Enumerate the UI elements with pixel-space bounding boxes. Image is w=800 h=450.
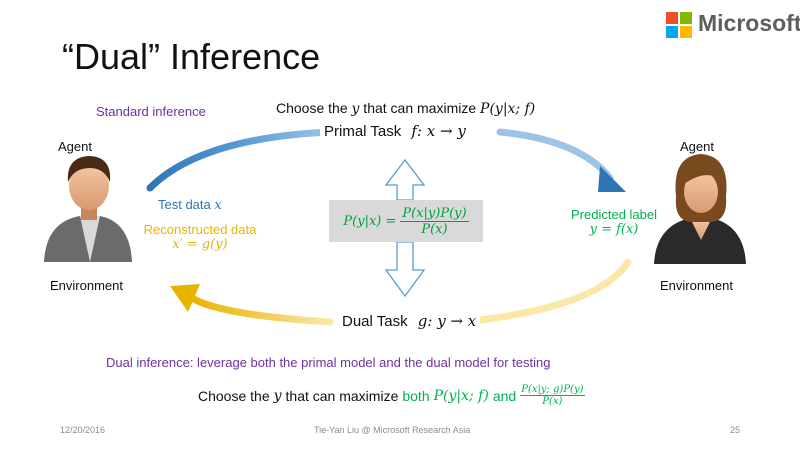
choose-top-var: y — [351, 101, 360, 117]
predicted-label-text: Predicted label — [571, 207, 657, 222]
choose-top-mid: that can maximize — [359, 100, 481, 116]
choose-top-expr: P(y|x; f) — [480, 101, 536, 117]
dual-inference-note: Dual inference: leverage both the primal… — [106, 355, 551, 370]
footer-page-number: 25 — [730, 425, 741, 435]
primal-objective: Choose the y that can maximize P(y|x; f) — [276, 100, 535, 117]
primal-task: Primal Task f: x → y — [320, 122, 470, 140]
dual-objective: Choose the y that can maximize both P(y|… — [198, 384, 585, 407]
footer-author: Tie-Yan Liu @ Microsoft Research Asia — [314, 425, 471, 435]
test-data-var: x — [214, 198, 222, 213]
bayes-fraction: P(x|y)P(y) P(x) — [400, 205, 469, 237]
primal-task-expr: f: x → y — [411, 122, 466, 140]
agent-left-label: Agent — [58, 139, 92, 154]
brand-name: Microsoft — [698, 10, 800, 36]
female-user-icon — [654, 154, 746, 264]
microsoft-logo-icon — [666, 12, 692, 38]
choose-bottom-and: and — [492, 387, 517, 404]
bayes-numerator: P(x|y)P(y) — [400, 205, 469, 222]
choose-top-prefix: Choose the — [276, 100, 352, 116]
choose-bottom-mid: that can maximize — [285, 387, 399, 404]
choose-bottom-both: both — [402, 387, 430, 404]
bayes-denominator: P(x) — [421, 221, 448, 237]
environment-right-label: Environment — [660, 278, 733, 293]
dual-task: Dual Task g: y → x — [338, 312, 481, 330]
test-data-text: Test data — [158, 197, 215, 212]
test-data-label: Test data x — [158, 197, 222, 213]
choose-bottom-frac-num: P(x|y; g)P(y) — [520, 384, 585, 396]
choose-bottom-var: y — [273, 387, 282, 404]
environment-left-label: Environment — [50, 278, 123, 293]
dual-task-label: Dual Task — [342, 313, 408, 330]
primal-arrow — [146, 128, 626, 192]
reconstructed-data-expr: x′ = g(y) — [172, 237, 228, 252]
male-user-icon — [44, 156, 132, 262]
footer-date: 12/20/2016 — [60, 425, 106, 435]
slide-title: “Dual” Inference — [62, 36, 321, 77]
primal-task-label: Primal Task — [324, 123, 402, 140]
bayes-rule-box: P(y|x) = P(x|y)P(y) P(x) — [329, 200, 483, 242]
choose-bottom-expr1: P(y|x; f) — [433, 387, 489, 404]
choose-bottom-prefix: Choose the — [198, 387, 270, 404]
reconstructed-data-text: Reconstructed data — [143, 222, 257, 237]
predicted-label-expr: y = f(x) — [589, 222, 639, 237]
bayes-lhs: P(y|x) = — [343, 213, 397, 229]
choose-bottom-fraction: P(x|y; g)P(y) P(x) — [520, 384, 585, 407]
reconstructed-data-label: Reconstructed data x′ = g(y) — [134, 222, 266, 252]
agent-right-label: Agent — [680, 139, 714, 154]
standard-inference-label: Standard inference — [96, 104, 206, 119]
dual-arrow — [170, 258, 632, 326]
choose-bottom-frac-den: P(x) — [542, 396, 563, 407]
dual-task-expr: g: y → x — [417, 312, 477, 330]
predicted-label: Predicted label y = f(x) — [562, 207, 666, 237]
